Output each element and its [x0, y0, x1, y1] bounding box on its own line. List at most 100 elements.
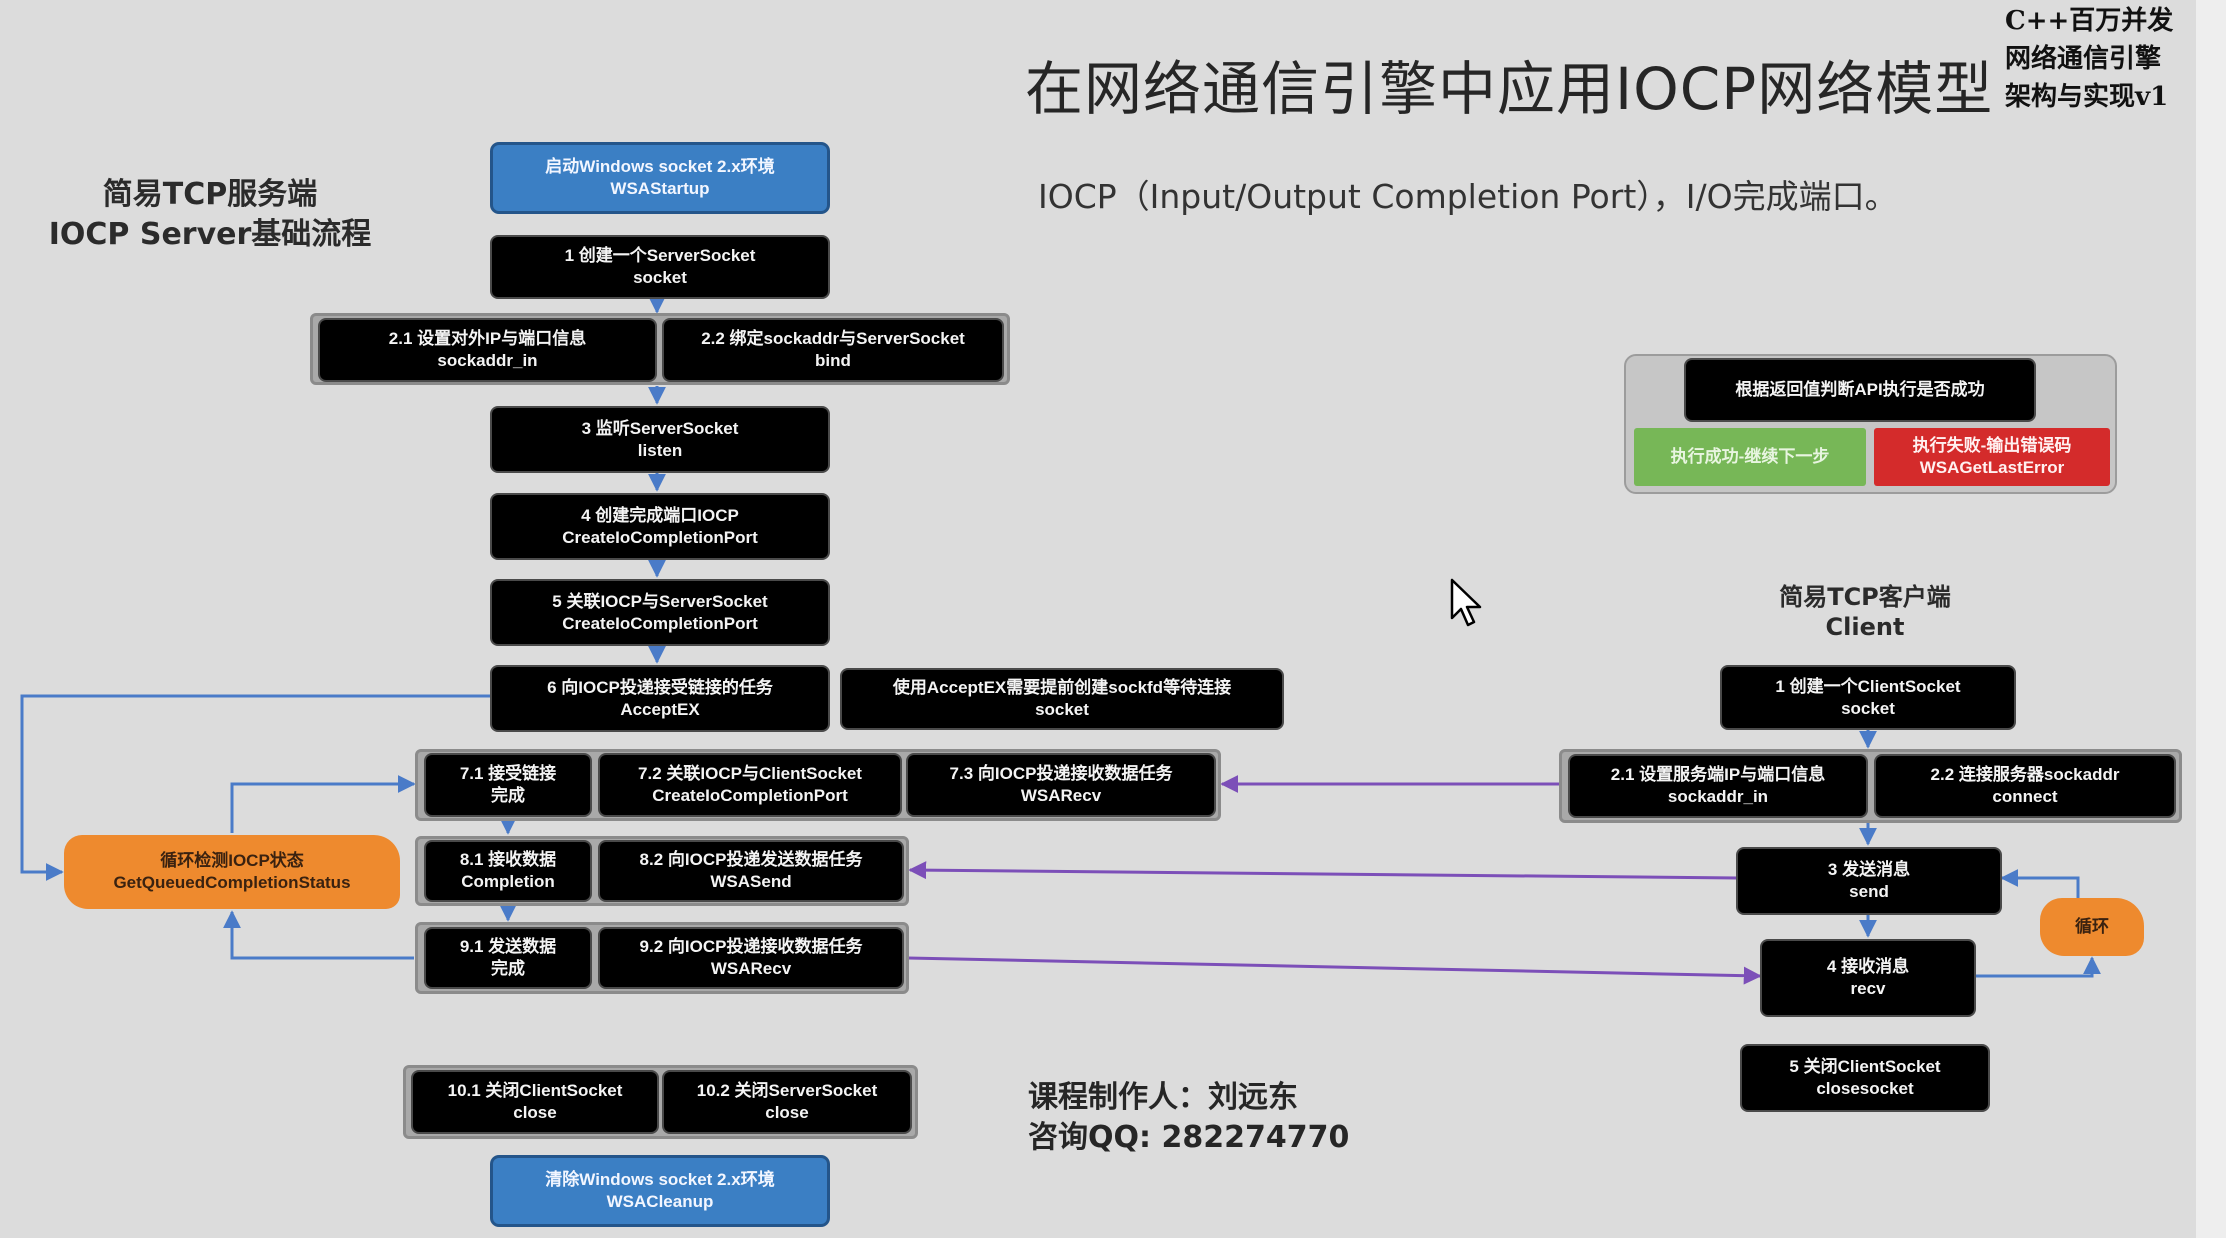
- legend-check-result: 根据返回值判断API执行是否成功: [1686, 360, 2034, 420]
- step-10-2-close-server: 10.2 关闭ServerSocket close: [664, 1072, 910, 1132]
- right-scroll-area[interactable]: [2196, 0, 2226, 1238]
- client-step-1-socket: 1 创建一个ClientSocket socket: [1722, 667, 2014, 728]
- step-api: recv: [1850, 979, 1886, 998]
- iocp-definition: IOCP（Input/Output Completion Port），I/O完成…: [1038, 177, 1898, 216]
- step-title: 2.1 设置服务端IP与端口信息: [1610, 765, 1826, 784]
- step-title: 10.1 关闭ClientSocket: [447, 1081, 623, 1100]
- step-3-listen: 3 监听ServerSocket listen: [492, 408, 828, 471]
- step-api: close: [513, 1103, 557, 1122]
- step-title: 9.2 向IOCP投递接收数据任务: [639, 937, 863, 956]
- client-heading: 简易TCP客户端 Client: [1745, 582, 1985, 642]
- link-send-recv: [908, 861, 1739, 880]
- step-7-1-accept-complete: 7.1 接受链接 完成: [426, 755, 590, 815]
- step-api: Completion: [461, 872, 555, 891]
- step-1-socket: 1 创建一个ServerSocket socket: [492, 237, 828, 297]
- step-api: sockaddr_in: [1667, 787, 1769, 806]
- client-step-2-2-connect: 2.2 连接服务器sockaddr connect: [1876, 756, 2174, 816]
- qq-line: 咨询QQ: 282274770: [1028, 1120, 1350, 1155]
- loop-label: 循环: [2075, 917, 2109, 936]
- step-title: 10.2 关闭ServerSocket: [696, 1081, 878, 1100]
- step-api: listen: [637, 440, 683, 460]
- step-title: 2.1 设置对外IP与端口信息: [388, 329, 587, 348]
- step-api: WSASend: [710, 872, 792, 891]
- step-7-2-associate-client: 7.2 关联IOCP与ClientSocket CreateIoCompleti…: [600, 755, 900, 815]
- step-title: 5 关联IOCP与ServerSocket: [552, 591, 768, 611]
- server-heading: 简易TCP服务端 IOCP Server基础流程: [30, 175, 390, 255]
- step-api: WSACleanup: [606, 1192, 714, 1211]
- legend-success-text: 执行成功-继续下一步: [1670, 447, 1830, 466]
- server-heading-line1: 简易TCP服务端: [102, 177, 318, 212]
- step-api: GetQueuedCompletionStatus: [113, 873, 351, 892]
- arrow-loop-s71: [230, 775, 416, 833]
- step-api: 完成: [491, 959, 525, 978]
- step-title: 5 关闭ClientSocket: [1789, 1057, 1941, 1076]
- client-loop: 循环: [2040, 898, 2144, 956]
- step-api: socket: [1841, 698, 1895, 718]
- step-title: 3 发送消息: [1827, 860, 1911, 879]
- step-title: 7.3 向IOCP投递接收数据任务: [949, 764, 1173, 783]
- step-api: send: [1849, 882, 1889, 901]
- step-2-1-sockaddr: 2.1 设置对外IP与端口信息 sockaddr_in: [320, 320, 655, 380]
- loop-get-queued-completion-status: 循环检测IOCP状态 GetQueuedCompletionStatus: [64, 835, 400, 909]
- step-title: 启动Windows socket 2.x环境: [545, 157, 775, 176]
- step-title: 7.2 关联IOCP与ClientSocket: [638, 764, 862, 783]
- step-10-1-close-client: 10.1 关闭ClientSocket close: [413, 1072, 657, 1132]
- step-api: close: [765, 1103, 809, 1122]
- step-title: 4 接收消息: [1826, 957, 1910, 976]
- slide-title: 在网络通信引擎中应用IOCP网络模型: [1025, 55, 1994, 123]
- step-title: 1 创建一个ServerSocket: [564, 246, 756, 265]
- arrow-s6-loop: [20, 694, 490, 881]
- step-title: 循环检测IOCP状态: [160, 851, 304, 870]
- step-8-2-wsasend: 8.2 向IOCP投递发送数据任务 WSASend: [600, 842, 902, 900]
- step-api: WSARecv: [1020, 786, 1102, 805]
- brand-line: 架构与实现v1: [2005, 82, 2169, 112]
- client-step-2-1-sockaddr: 2.1 设置服务端IP与端口信息 sockaddr_in: [1570, 756, 1866, 816]
- step-api: closesocket: [1816, 1079, 1914, 1098]
- step-2-2-bind: 2.2 绑定sockaddr与ServerSocket bind: [664, 320, 1002, 380]
- arrow-c4-loop: [1976, 956, 2101, 978]
- step-title: 2.2 连接服务器sockaddr: [1930, 765, 2120, 784]
- mouse-pointer-icon: [1450, 578, 1482, 627]
- client-heading-line1: 简易TCP客户端: [1779, 583, 1951, 611]
- step-api: CreateIoCompletionPort: [562, 613, 758, 633]
- legend-fail: 执行失败-输出错误码 WSAGetLastError: [1874, 428, 2110, 486]
- brand-line: C++百万并发: [2005, 6, 2174, 36]
- step-api: bind: [815, 351, 851, 370]
- step-title: 6 向IOCP投递接受链接的任务: [547, 677, 773, 697]
- client-heading-line2: Client: [1825, 613, 1905, 641]
- brand-line: 网络通信引擎: [2005, 44, 2162, 74]
- step-4-create-iocp: 4 创建完成端口IOCP CreateIoCompletionPort: [492, 495, 828, 558]
- legend-fail-api: WSAGetLastError: [1919, 458, 2065, 477]
- acceptex-note: 使用AcceptEX需要提前创建sockfd等待连接 socket: [842, 670, 1282, 728]
- step-5-associate: 5 关联IOCP与ServerSocket CreateIoCompletion…: [492, 581, 828, 644]
- step-9-2-wsarecv: 9.2 向IOCP投递接收数据任务 WSARecv: [600, 929, 902, 987]
- arrow-s91-loop: [223, 910, 414, 960]
- legend-success: 执行成功-继续下一步: [1634, 428, 1866, 486]
- step-title: 3 监听ServerSocket: [581, 418, 739, 438]
- step-api: AcceptEX: [620, 699, 700, 719]
- step-title: 清除Windows socket 2.x环境: [545, 1170, 775, 1189]
- author-line: 课程制作人：刘远东: [1028, 1080, 1298, 1115]
- step-api: socket: [633, 268, 687, 287]
- step-api: CreateIoCompletionPort: [562, 527, 758, 547]
- step-api: WSARecv: [710, 959, 792, 978]
- step-api: connect: [1992, 787, 2058, 806]
- note-title: 使用AcceptEX需要提前创建sockfd等待连接: [892, 678, 1232, 697]
- step-title: 4 创建完成端口IOCP: [581, 505, 739, 525]
- client-step-3-send: 3 发送消息 send: [1738, 849, 2000, 913]
- step-wsastartup: 启动Windows socket 2.x环境 WSAStartup: [493, 145, 827, 211]
- step-title: 9.1 发送数据: [459, 937, 557, 956]
- step-9-1-send-complete: 9.1 发送数据 完成: [426, 929, 590, 987]
- course-brand: C++百万并发 网络通信引擎 架构与实现v1: [2005, 2, 2173, 116]
- client-step-5-closesocket: 5 关闭ClientSocket closesocket: [1742, 1046, 1988, 1110]
- step-api: 完成: [491, 786, 525, 805]
- step-7-3-wsarecv: 7.3 向IOCP投递接收数据任务 WSARecv: [908, 755, 1214, 815]
- legend-fail-text: 执行失败-输出错误码: [1912, 436, 2072, 455]
- link-send-recv-client: [907, 956, 1762, 985]
- arrow-loop-c3: [2000, 869, 2080, 906]
- step-title: 7.1 接受链接: [459, 764, 557, 783]
- step-api: WSAStartup: [610, 179, 710, 198]
- note-api: socket: [1035, 700, 1089, 719]
